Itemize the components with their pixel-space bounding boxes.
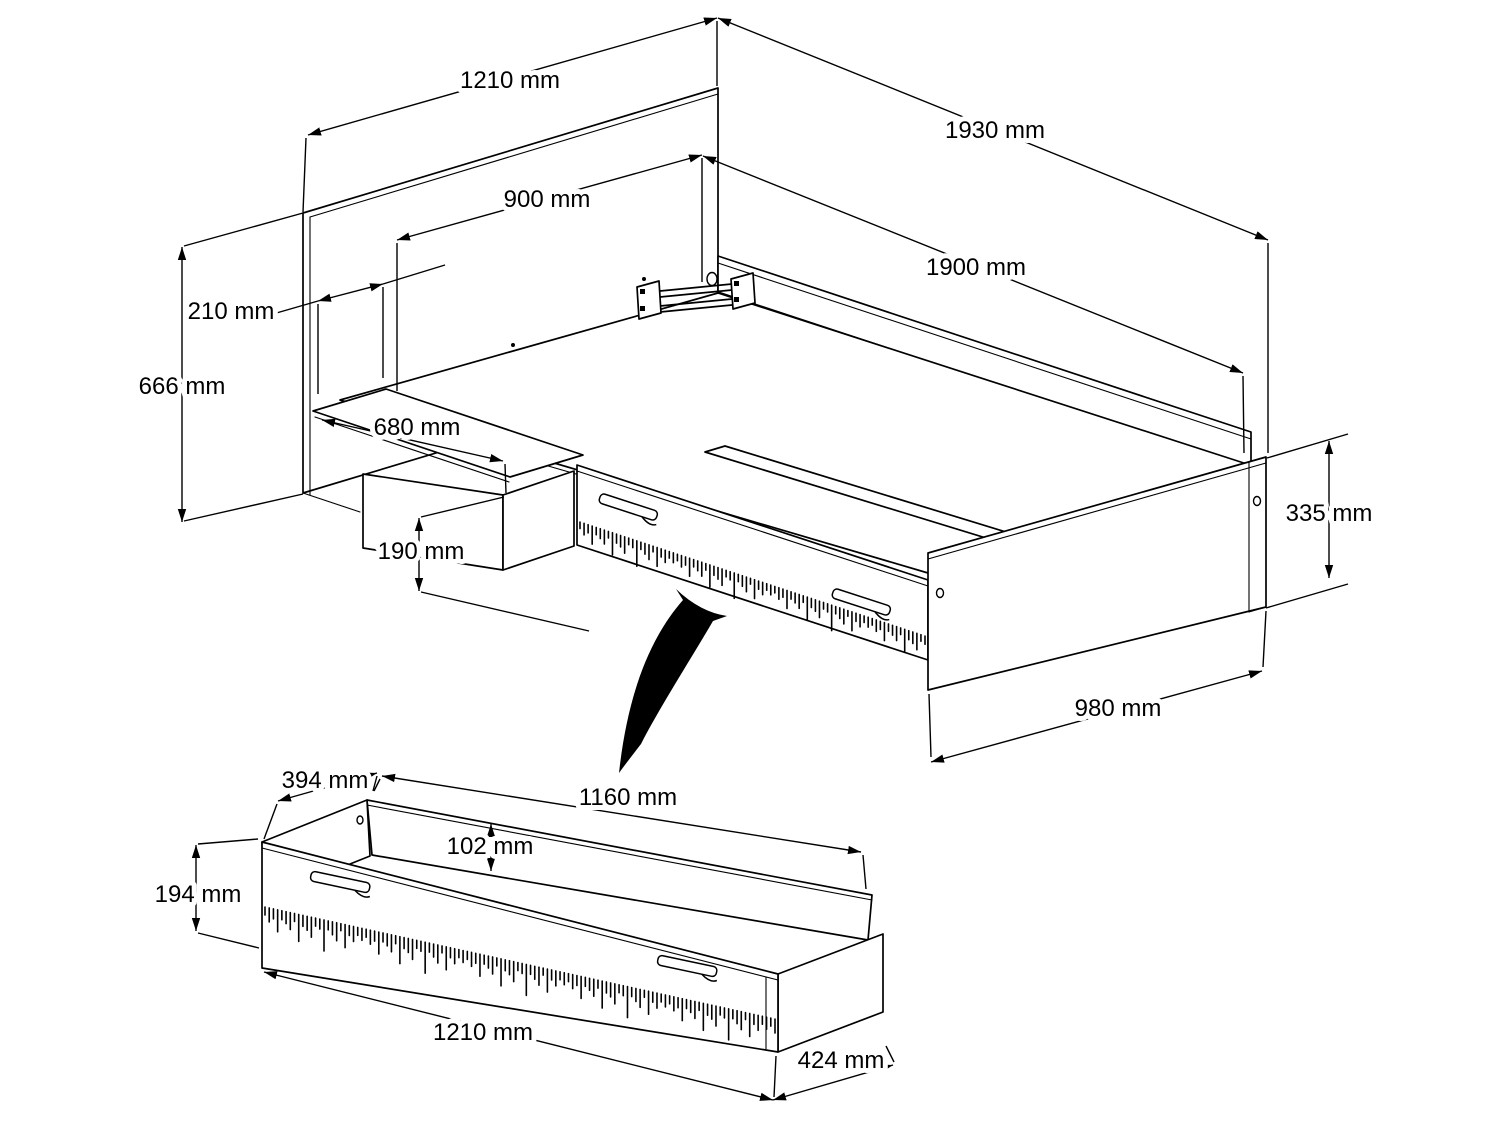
- label-footboard-width: 980 mm: [1075, 695, 1162, 722]
- label-shelf-offset: 210 mm: [188, 298, 275, 325]
- dim-footboard-height: [1265, 433, 1349, 609]
- footboard-cam-hole-right: [1252, 495, 1262, 507]
- dim-headboard-width: [302, 17, 718, 213]
- dimension-labels: 1210 mm 1930 mm 900 mm 1900 mm 210 mm 66…: [134, 62, 1378, 1079]
- label-shelf-width: 680 mm: [374, 414, 461, 441]
- footboard-panel: [927, 456, 1267, 691]
- label-drawer-depth-bottom: 424 mm: [798, 1047, 885, 1074]
- label-drawer-depth-top: 394 mm: [282, 767, 369, 794]
- dim-drawer-inner-length: [373, 773, 867, 890]
- shelf-pedestal-side: [502, 470, 575, 571]
- label-inner-length: 1900 mm: [926, 254, 1026, 281]
- deck-oval-hole: [706, 271, 718, 287]
- label-drawer-inner-length: 1160 mm: [579, 784, 677, 811]
- drawer-right-side-panel: [777, 933, 884, 1053]
- dim-headboard-height: [177, 212, 304, 522]
- dim-inner-length: [702, 155, 1245, 454]
- bed-drawer-ruler-pattern: [579, 521, 926, 653]
- label-mattress-width: 900 mm: [504, 186, 591, 213]
- label-drawer-front-width: 1210 mm: [433, 1019, 533, 1046]
- drawer-detail-view: [261, 799, 884, 1053]
- drawer-side-hole: [356, 815, 364, 825]
- label-drawer-front-height: 194 mm: [155, 881, 242, 908]
- label-headboard-height: 666 mm: [139, 373, 226, 400]
- dim-drawer-depth-bottom: [772, 1045, 895, 1101]
- dim-footboard-width: [928, 610, 1267, 763]
- dim-drawer-depth-top: [263, 772, 378, 840]
- dim-shelf-height: [414, 496, 590, 632]
- label-total-length: 1930 mm: [945, 117, 1045, 144]
- label-shelf-height: 190 mm: [378, 538, 465, 565]
- dim-shelf-offset: [265, 264, 446, 394]
- label-footboard-height: 335 mm: [1286, 500, 1373, 527]
- dimension-lines: [177, 17, 1349, 1101]
- drawer-insert-arrow-icon: [619, 589, 727, 773]
- dim-mattress-width: [396, 154, 703, 391]
- footboard-cam-hole-left: [935, 587, 945, 599]
- dim-drawer-front-height: [191, 838, 260, 949]
- bed-isometric-view: [302, 87, 1267, 691]
- label-drawer-inner-height: 102 mm: [447, 833, 534, 860]
- dim-shelf-width: [321, 418, 507, 494]
- label-headboard-width: 1210 mm: [460, 67, 560, 94]
